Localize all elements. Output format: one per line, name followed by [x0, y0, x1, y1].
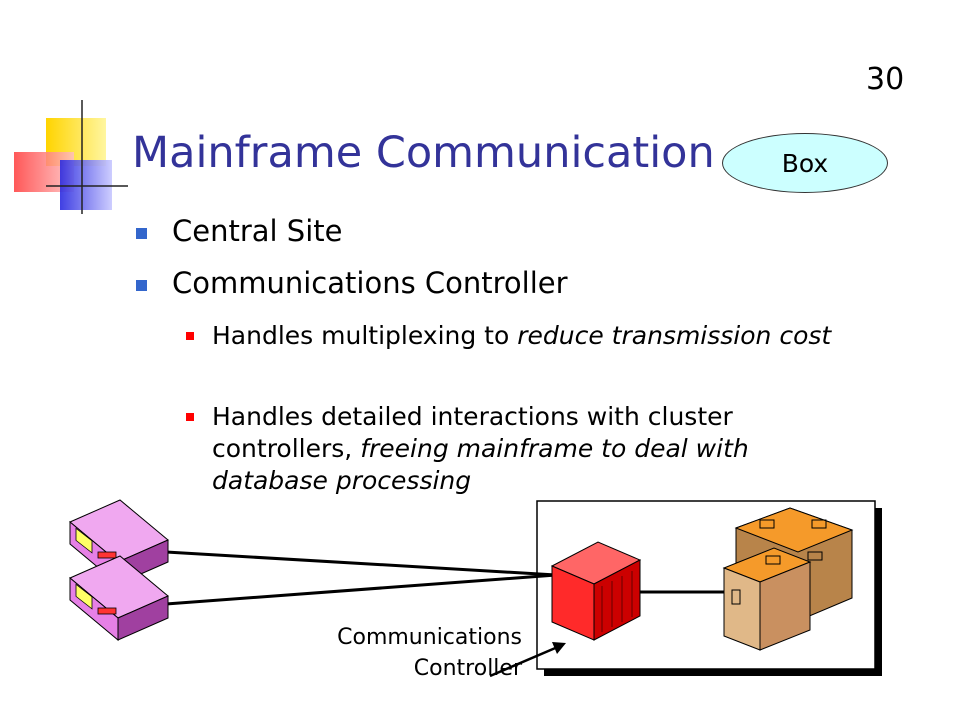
terminal-link-line [165, 573, 557, 606]
sub-bullet-text: Handles multiplexing to reduce transmiss… [212, 320, 852, 352]
sub-bullet-text: Handles detailed interactions with clust… [212, 401, 852, 497]
square-bullet-icon [136, 280, 147, 291]
diagram-label: Communications Controller [312, 622, 522, 684]
slide-title: Mainframe Communication [132, 128, 715, 178]
sub-bullet-emphasis: reduce transmission cost [517, 321, 832, 350]
page-number: 30 [866, 62, 905, 97]
sub-bullet-plain: Handles multiplexing to [212, 321, 518, 350]
square-bullet-icon [186, 413, 194, 421]
diagram-label-line: Controller [413, 656, 522, 681]
communications-controller-icon [550, 541, 642, 641]
mainframe-icon [722, 507, 854, 651]
terminal-link-line [165, 550, 557, 577]
sub-bullet-plain: Handles detailed interactions with clust… [212, 402, 733, 463]
bullet-text: Central Site [172, 214, 343, 248]
cluster-controller-terminal-icon [69, 555, 169, 642]
callout-text: Box [781, 148, 829, 178]
pointer-arrow-line [489, 644, 561, 678]
decorative-corner-graphic [14, 100, 128, 214]
diagram-label-line: Communications [337, 625, 522, 650]
callout-bubble: Box [722, 133, 888, 193]
bullet-text: Communications Controller [172, 266, 568, 300]
sub-bullet-emphasis: freeing mainframe to deal with database … [212, 434, 749, 495]
pointer-arrowhead-icon [552, 642, 566, 654]
square-bullet-icon [136, 228, 147, 239]
square-bullet-icon [186, 332, 194, 340]
